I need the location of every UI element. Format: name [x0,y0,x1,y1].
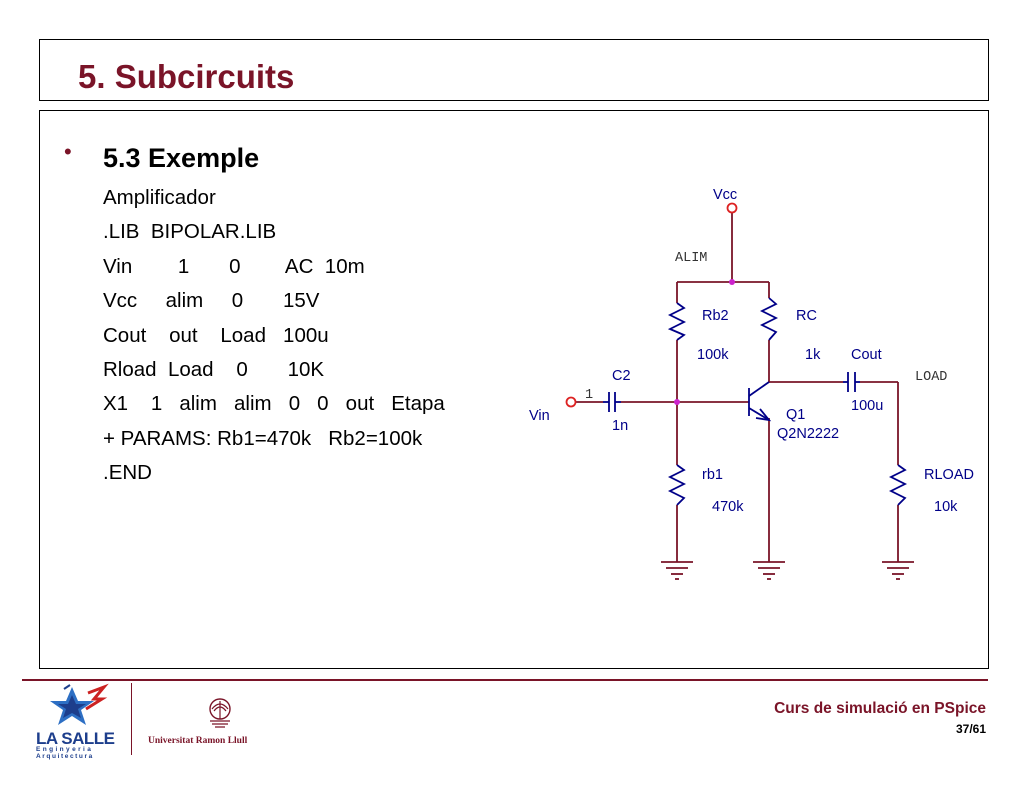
lasalle-wordmark: LA SALLE [36,729,115,748]
cout-name-label: Cout [851,347,882,363]
vcc-label: Vcc [713,187,737,203]
section-heading: 5.3 Exemple [103,143,260,173]
q1-name-label: Q1 [786,407,805,423]
netlist-line: Cout out Load 100u [103,323,329,347]
footer-divider [22,679,988,681]
logo-divider [131,683,132,755]
netlist-line: + PARAMS: Rb1=470k Rb2=100k [103,426,423,450]
netlist-line: Amplificador [103,186,216,209]
rb1-resistor [667,464,687,506]
bullet-marker: • [64,139,72,164]
cout-capacitor [843,372,860,392]
ground-icon [661,561,693,580]
lasalle-sub-engineering: Enginyeria [36,746,94,753]
netlist-line: X1 1 alim alim 0 0 out Etapa [103,392,445,416]
load-label: LOAD [915,370,947,385]
lasalle-logo: LA SALLE Enginyeria Arquitectura [36,683,126,761]
rload-value-label: 10k [934,499,958,515]
tree-emblem-icon [209,698,231,728]
title-box: 5. Subcircuits [39,39,989,101]
ground-icon [753,561,785,580]
slide-title: 5. Subcircuits [78,58,295,95]
netlist-line: Vin 1 0 AC 10m [103,254,365,278]
lasalle-sub-architecture: Arquitectura [36,753,94,760]
rb2-name-label: Rb2 [702,308,729,324]
base-junction-dot [674,399,680,405]
q1-transistor [748,381,772,422]
rb1-name-label: rb1 [702,467,723,483]
rc-resistor [759,297,779,341]
wires [576,213,899,562]
university-logo: Universitat Ramon Llull [148,697,298,749]
rb1-value-label: 470k [712,499,744,515]
netlist-line: Vcc alim 0 15V [103,289,320,313]
c2-name-label: C2 [612,368,631,384]
circuit-schematic: Vcc ALIM Rb2 100k RC 1k Cout 100u LOAD C… [529,187,974,580]
node1-label: 1 [585,388,593,403]
alim-junction-dot [729,279,735,285]
course-title: Curs de simulació en PSpice [774,700,986,717]
netlist-line: Rload Load 0 10K [103,357,325,381]
rb2-value-label: 100k [697,347,729,363]
alim-label: ALIM [675,251,707,266]
university-name: Universitat Ramon Llull [148,736,248,746]
c2-capacitor [603,392,621,412]
star-icon [50,683,109,725]
page-number: 37/61 [955,722,986,736]
netlist-line: .LIB BIPOLAR.LIB [103,220,277,244]
rload-resistor [888,464,908,506]
netlist-line: .END [103,461,152,485]
rb2-resistor [667,302,687,341]
q1-model-label: Q2N2222 [777,426,839,442]
components [603,297,908,506]
vin-terminal-icon [565,396,577,408]
rc-name-label: RC [796,308,817,324]
content-box: • 5.3 Exemple Amplificador .LIB BIPOLAR.… [39,110,989,669]
netlist-lines: Amplificador .LIB BIPOLAR.LIB Vin 1 0 AC… [103,181,445,491]
vin-label: Vin [529,408,550,424]
cout-value-label: 100u [851,398,883,414]
rc-value-label: 1k [805,347,821,363]
c2-value-label: 1n [612,418,628,434]
ground-icon [882,561,914,580]
grounds [661,561,914,580]
vcc-terminal-icon [726,202,738,214]
rload-name-label: RLOAD [924,467,974,483]
